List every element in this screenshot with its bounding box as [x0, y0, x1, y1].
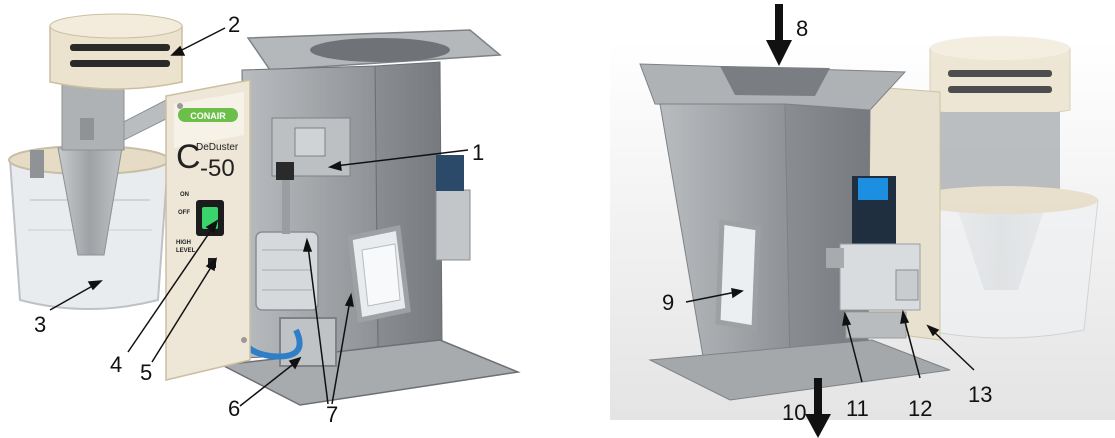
solenoid-valve-block [435, 155, 471, 261]
high-level-label-2: LEVEL [176, 248, 196, 254]
bin-clamp [30, 150, 44, 178]
callout-11: 11 [846, 396, 869, 421]
callout-3: 3 [34, 312, 46, 337]
pressure-gauge [895, 269, 919, 301]
switch-off-label: OFF [178, 210, 190, 216]
callout-7: 7 [326, 402, 338, 427]
background-cyclone [909, 36, 1099, 339]
callout-1: 1 [472, 140, 484, 165]
pneumatic-cylinder [255, 162, 319, 311]
model-letter: C [176, 138, 201, 176]
callout-4: 4 [110, 352, 122, 377]
sight-glass [347, 224, 411, 324]
panel-screw [177, 103, 183, 109]
callout-10: 10 [782, 400, 806, 425]
callout-5: 5 [140, 360, 152, 385]
product-line: DeDuster [196, 142, 239, 153]
callout-8: 8 [796, 16, 808, 41]
flow-arrow-out [805, 378, 831, 438]
callout-6: 6 [228, 396, 240, 421]
leader-lines-left [49, 27, 469, 407]
leader-lines-right [685, 288, 975, 383]
high-level-label-1: HIGH [176, 240, 191, 246]
switch-on-label: ON [180, 192, 189, 198]
control-panel: CONAIR DeDuster C -50 ON OFF HIGH LEVEL [165, 79, 251, 381]
stainless-housing [219, 29, 521, 406]
brand-name: CONAIR [190, 111, 226, 121]
right-view-photo: 8 9 10 11 12 13 [610, 4, 1115, 438]
sight-glass-rear [715, 219, 761, 331]
cyclone-clamp [80, 118, 94, 140]
callout-12: 12 [908, 396, 932, 421]
vent-cap [49, 13, 183, 90]
model-number: -50 [200, 155, 235, 182]
access-port [279, 317, 337, 367]
left-view-photo: CONAIR DeDuster C -50 ON OFF HIGH LEVEL [8, 12, 521, 427]
callout-9: 9 [662, 290, 674, 315]
callout-13: 13 [968, 382, 992, 407]
flow-arrow-in [766, 4, 792, 66]
regulator-assembly [826, 176, 921, 339]
callout-2: 2 [228, 12, 240, 37]
panel-screw [241, 337, 247, 343]
brand-logo [178, 108, 238, 122]
